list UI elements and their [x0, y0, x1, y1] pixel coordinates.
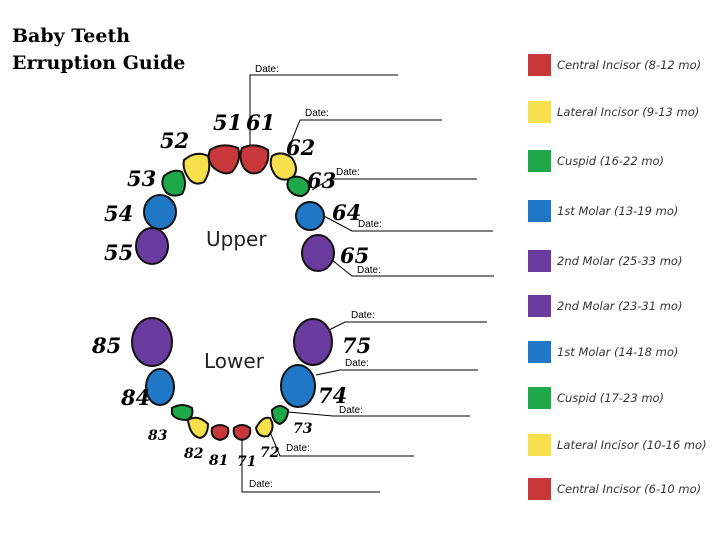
title-line-2: Erruption Guide [12, 52, 185, 74]
date-field[interactable]: Date: [358, 219, 382, 230]
tooth-number: 71 [237, 454, 256, 470]
tooth-83 [171, 404, 194, 422]
date-field[interactable]: Date: [249, 479, 273, 490]
date-field[interactable]: Date: [357, 265, 381, 276]
tooth-number: 53 [127, 166, 156, 191]
tooth-number: 75 [342, 333, 371, 358]
tooth-74 [280, 364, 316, 408]
date-field[interactable]: Date: [336, 167, 360, 178]
legend-item: 1st Molar (13-19 mo) [528, 200, 678, 222]
legend-swatch [528, 101, 551, 123]
title-line-1: Baby Teeth [12, 25, 130, 47]
tooth-54 [143, 194, 177, 230]
tooth-55 [135, 227, 169, 265]
tooth-71 [232, 424, 252, 442]
upper-teeth [135, 144, 335, 272]
tooth-85 [131, 317, 173, 367]
legend-item: 1st Molar (14-18 mo) [528, 341, 678, 363]
legend: Central Incisor (8-12 mo) Lateral Incisor… [528, 54, 707, 500]
tooth-number: 73 [293, 421, 313, 437]
legend-label: Cuspid (16-22 mo) [557, 154, 664, 168]
legend-swatch [528, 478, 551, 500]
tooth-number: 55 [104, 240, 133, 265]
legend-label: 2nd Molar (23-31 mo) [557, 299, 682, 313]
tooth-number: 81 [209, 453, 228, 469]
date-field[interactable]: Date: [286, 443, 310, 454]
tooth-number: 85 [91, 333, 121, 358]
legend-swatch [528, 200, 551, 222]
tooth-number: 54 [104, 201, 133, 226]
date-field[interactable]: Date: [351, 310, 375, 321]
tooth-number: 65 [340, 243, 369, 268]
legend-item: 2nd Molar (25-33 mo) [528, 250, 682, 272]
legend-label: Cuspid (17-23 mo) [557, 391, 664, 405]
tooth-53 [161, 169, 186, 197]
date-field[interactable]: Date: [255, 64, 279, 75]
legend-swatch [528, 295, 551, 317]
tooth-51 [207, 144, 241, 175]
tooth-number: 63 [307, 168, 336, 193]
legend-item: Cuspid (17-23 mo) [528, 387, 664, 409]
legend-swatch [528, 387, 551, 409]
tooth-52 [182, 152, 211, 185]
upper-arch-label: Upper [206, 227, 267, 251]
legend-label: Central Incisor (6-10 mo) [557, 482, 701, 496]
tooth-82 [186, 416, 210, 440]
date-field[interactable]: Date: [345, 358, 369, 369]
legend-item: 2nd Molar (23-31 mo) [528, 295, 682, 317]
date-lines [241, 74, 494, 493]
tooth-75 [293, 318, 333, 366]
date-field[interactable]: Date: [305, 108, 329, 119]
legend-label: 1st Molar (14-18 mo) [557, 345, 678, 359]
lower-arch-label: Lower [204, 349, 265, 373]
legend-item: Cuspid (16-22 mo) [528, 150, 664, 172]
tooth-63 [286, 175, 311, 198]
tooth-61 [239, 144, 270, 175]
tooth-number: 52 [160, 128, 189, 153]
tooth-number: 84 [120, 385, 150, 410]
tooth-number: 72 [260, 445, 280, 461]
tooth-64 [295, 201, 325, 231]
legend-label: Lateral Incisor (10-16 mo) [557, 438, 707, 452]
tooth-number: 62 [286, 135, 315, 160]
tooth-81 [210, 424, 230, 442]
legend-swatch [528, 434, 551, 456]
tooth-65 [301, 234, 335, 272]
tooth-number: 82 [184, 446, 204, 462]
tooth-number: 61 [246, 110, 275, 135]
legend-item: Central Incisor (6-10 mo) [528, 478, 701, 500]
tooth-72 [254, 416, 274, 438]
tooth-84 [145, 368, 175, 406]
tooth-numbers: 51 61 52 62 53 63 54 64 55 65 85 75 84 7… [91, 110, 371, 470]
legend-swatch [528, 150, 551, 172]
tooth-number: 74 [318, 383, 347, 408]
legend-item: Central Incisor (8-12 mo) [528, 54, 701, 76]
legend-label: 2nd Molar (25-33 mo) [557, 254, 682, 268]
legend-label: Lateral Incisor (9-13 mo) [557, 105, 699, 119]
tooth-number: 83 [148, 428, 168, 444]
legend-swatch [528, 250, 551, 272]
lower-teeth [131, 317, 333, 442]
legend-label: Central Incisor (8-12 mo) [557, 58, 701, 72]
tooth-73 [270, 405, 290, 426]
legend-item: Lateral Incisor (10-16 mo) [528, 434, 707, 456]
legend-item: Lateral Incisor (9-13 mo) [528, 101, 699, 123]
legend-label: 1st Molar (13-19 mo) [557, 204, 678, 218]
tooth-number: 51 [213, 110, 242, 135]
date-field[interactable]: Date: [339, 405, 363, 416]
tooth-number: 64 [332, 200, 361, 225]
legend-swatch [528, 54, 551, 76]
date-fields: Date: Date: Date: Date: Date: Date: Date… [249, 64, 382, 490]
legend-swatch [528, 341, 551, 363]
